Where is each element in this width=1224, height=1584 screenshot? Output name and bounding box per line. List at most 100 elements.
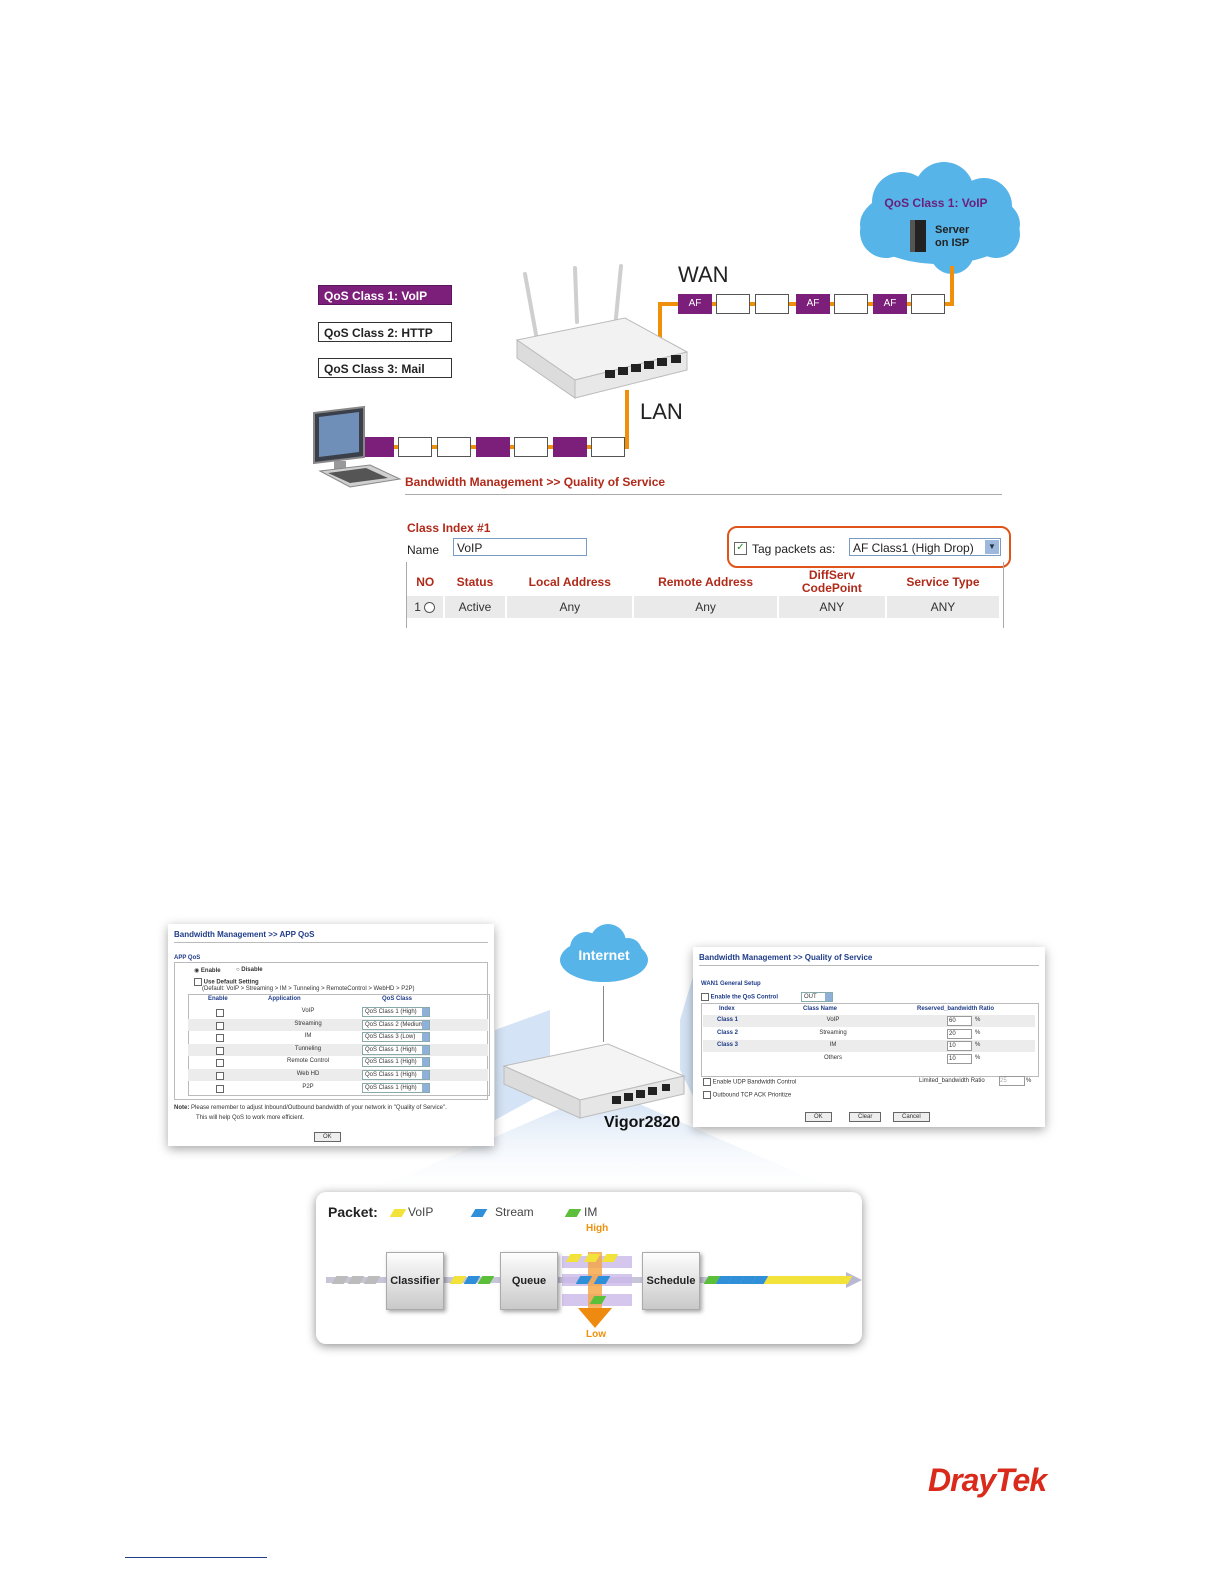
app-enable-checkbox[interactable] (216, 1059, 224, 1068)
app-note: Note: Please remember to adjust Inbound/… (174, 1105, 447, 1111)
note-text-1: Please remember to adjust Inbound/Outbou… (191, 1105, 447, 1111)
col-ratio: Reserved_bandwidth Ratio (917, 1006, 995, 1012)
disable-radio[interactable]: ○ Disable (236, 967, 263, 973)
app-enable-checkbox[interactable] (216, 1084, 224, 1093)
app-name: P2P (302, 1083, 314, 1090)
app-class-select[interactable]: QoS Class 1 (High) (362, 1070, 430, 1080)
wan-qos-breadcrumb: Bandwidth Management >> Quality of Servi… (699, 953, 873, 962)
limited-input[interactable]: 25 (999, 1076, 1025, 1086)
ratio-input[interactable]: 10 (947, 1053, 972, 1064)
af-packet: AF (873, 294, 907, 314)
note-label: Note: (174, 1105, 190, 1111)
wan-clear-button[interactable]: Clear (849, 1112, 882, 1122)
tag-checkbox[interactable]: ✓ (734, 542, 747, 555)
internet-label: Internet (578, 947, 630, 963)
app-name: Tunneling (294, 1045, 322, 1052)
purple-packet (476, 437, 510, 457)
note-text-2: This will help QoS to work more efficien… (196, 1115, 305, 1121)
enable-radio[interactable]: ◉ Enable (194, 968, 221, 974)
app-name: IM (304, 1033, 312, 1040)
cloud-title: QoS Class 1: VoIP (884, 196, 988, 210)
radio-icon[interactable] (424, 602, 436, 614)
internet-cloud-icon (560, 924, 648, 982)
lan-label: LAN (640, 399, 683, 424)
packet (716, 294, 750, 314)
col-enable: Enable (208, 996, 228, 1002)
class-name: VoIP (826, 1017, 840, 1023)
wan-section: WAN1 General Setup (701, 981, 761, 987)
app-enable-checkbox[interactable] (216, 1009, 224, 1017)
use-default-checkbox[interactable]: Use Default Setting (194, 978, 259, 986)
app-class-select[interactable]: QoS Class 1 (High) (362, 1044, 430, 1055)
packet (437, 437, 471, 457)
app-class-select[interactable]: QoS Class 3 (Low) (362, 1032, 430, 1043)
row-remote: Any (633, 596, 779, 618)
table-row: Tunneling QoS Class 1 (High) (188, 1043, 488, 1056)
row-no[interactable]: 1 (407, 596, 445, 618)
server-label-line1: Server (935, 224, 970, 236)
app-class-select[interactable]: QoS Class 1 (High) (362, 1057, 430, 1068)
packet (591, 437, 625, 457)
low-label: Low (586, 1329, 606, 1340)
ratio-input[interactable]: 20 (947, 1028, 972, 1039)
col-diffserv: DiffServ CodePoint (801, 568, 862, 595)
name-input[interactable]: VoIP (453, 538, 587, 556)
qos-panel-breadcrumb: Bandwidth Management >> Quality of Servi… (405, 475, 666, 489)
app-ok-button[interactable]: OK (314, 1132, 341, 1142)
packet (911, 294, 945, 314)
col-local: Local Address (528, 575, 611, 589)
app-name: Streaming (294, 1020, 322, 1027)
purple-packet (553, 437, 587, 457)
app-name: Remote Control (286, 1058, 330, 1065)
wan-label: WAN (678, 262, 729, 287)
app-enable-checkbox[interactable] (216, 1072, 224, 1080)
class-index: Class 1 (717, 1017, 739, 1023)
enable-qos-text: Enable the QoS Control (710, 994, 779, 1001)
percent-label: % (975, 1029, 981, 1036)
legend-im: IM (584, 1205, 598, 1219)
table-row: Streaming QoS Class 2 (Medium) (188, 1018, 488, 1031)
class-name: Streaming (819, 1029, 847, 1036)
class-table: NO Status Local Address Remote Address D… (407, 568, 1002, 618)
direction-select[interactable]: OUT (801, 992, 833, 1002)
packet (755, 294, 789, 314)
packet (834, 294, 868, 314)
app-class-select[interactable]: QoS Class 2 (Medium) (362, 1019, 430, 1030)
app-qos-panel: Bandwidth Management >> APP QoS APP QoS … (168, 924, 494, 1146)
enable-qos-checkbox[interactable]: Enable the QoS Control (701, 993, 778, 1001)
server-label-line2: on ISP (935, 237, 970, 249)
row-status: Active (443, 596, 508, 618)
limited-label: Limited_bandwidth Ratio (919, 1078, 985, 1084)
app-enable-checkbox[interactable] (216, 1046, 224, 1055)
limited-percent: % (1026, 1078, 1032, 1084)
app-enable-checkbox[interactable] (216, 1034, 224, 1043)
tcp-checkbox[interactable]: Outbound TCP ACK Prioritize (703, 1091, 791, 1099)
queue-block: Queue (500, 1252, 558, 1310)
app-enable-checkbox[interactable] (216, 1021, 224, 1030)
wan-cancel-button[interactable]: Cancel (893, 1112, 930, 1122)
wan-ok-button[interactable]: OK (805, 1112, 832, 1122)
tag-select[interactable]: AF Class1 (High Drop) ▼ (849, 538, 1001, 556)
checkbox-icon (703, 1078, 711, 1086)
udp-checkbox[interactable]: Enable UDP Bandwidth Control (703, 1078, 796, 1086)
internet-link (603, 986, 604, 1042)
udp-text: Enable UDP Bandwidth Control (712, 1079, 797, 1086)
router-model-label: Vigor2820 (604, 1114, 681, 1131)
table-row: Remote Control QoS Class 1 (High) (188, 1056, 488, 1068)
tcp-text: Outbound TCP ACK Prioritize (712, 1092, 792, 1099)
app-name: VoIP (301, 1008, 315, 1014)
checkbox-icon (701, 993, 709, 1001)
name-label: Name (407, 543, 440, 557)
col-class-name: Class Name (803, 1006, 838, 1012)
qos-class-1-box: QoS Class 1: VoIP (318, 285, 452, 305)
app-class-select[interactable]: QoS Class 1 (High) (362, 1082, 430, 1093)
app-class-select[interactable]: QoS Class 1 (High) (362, 1007, 430, 1017)
ratio-input[interactable]: 60 (947, 1016, 972, 1026)
ratio-input[interactable]: 10 (947, 1041, 972, 1052)
wan-qos-panel: Bandwidth Management >> Quality of Servi… (693, 947, 1045, 1127)
table-row: 1 Active Any Any ANY ANY (407, 596, 1002, 618)
